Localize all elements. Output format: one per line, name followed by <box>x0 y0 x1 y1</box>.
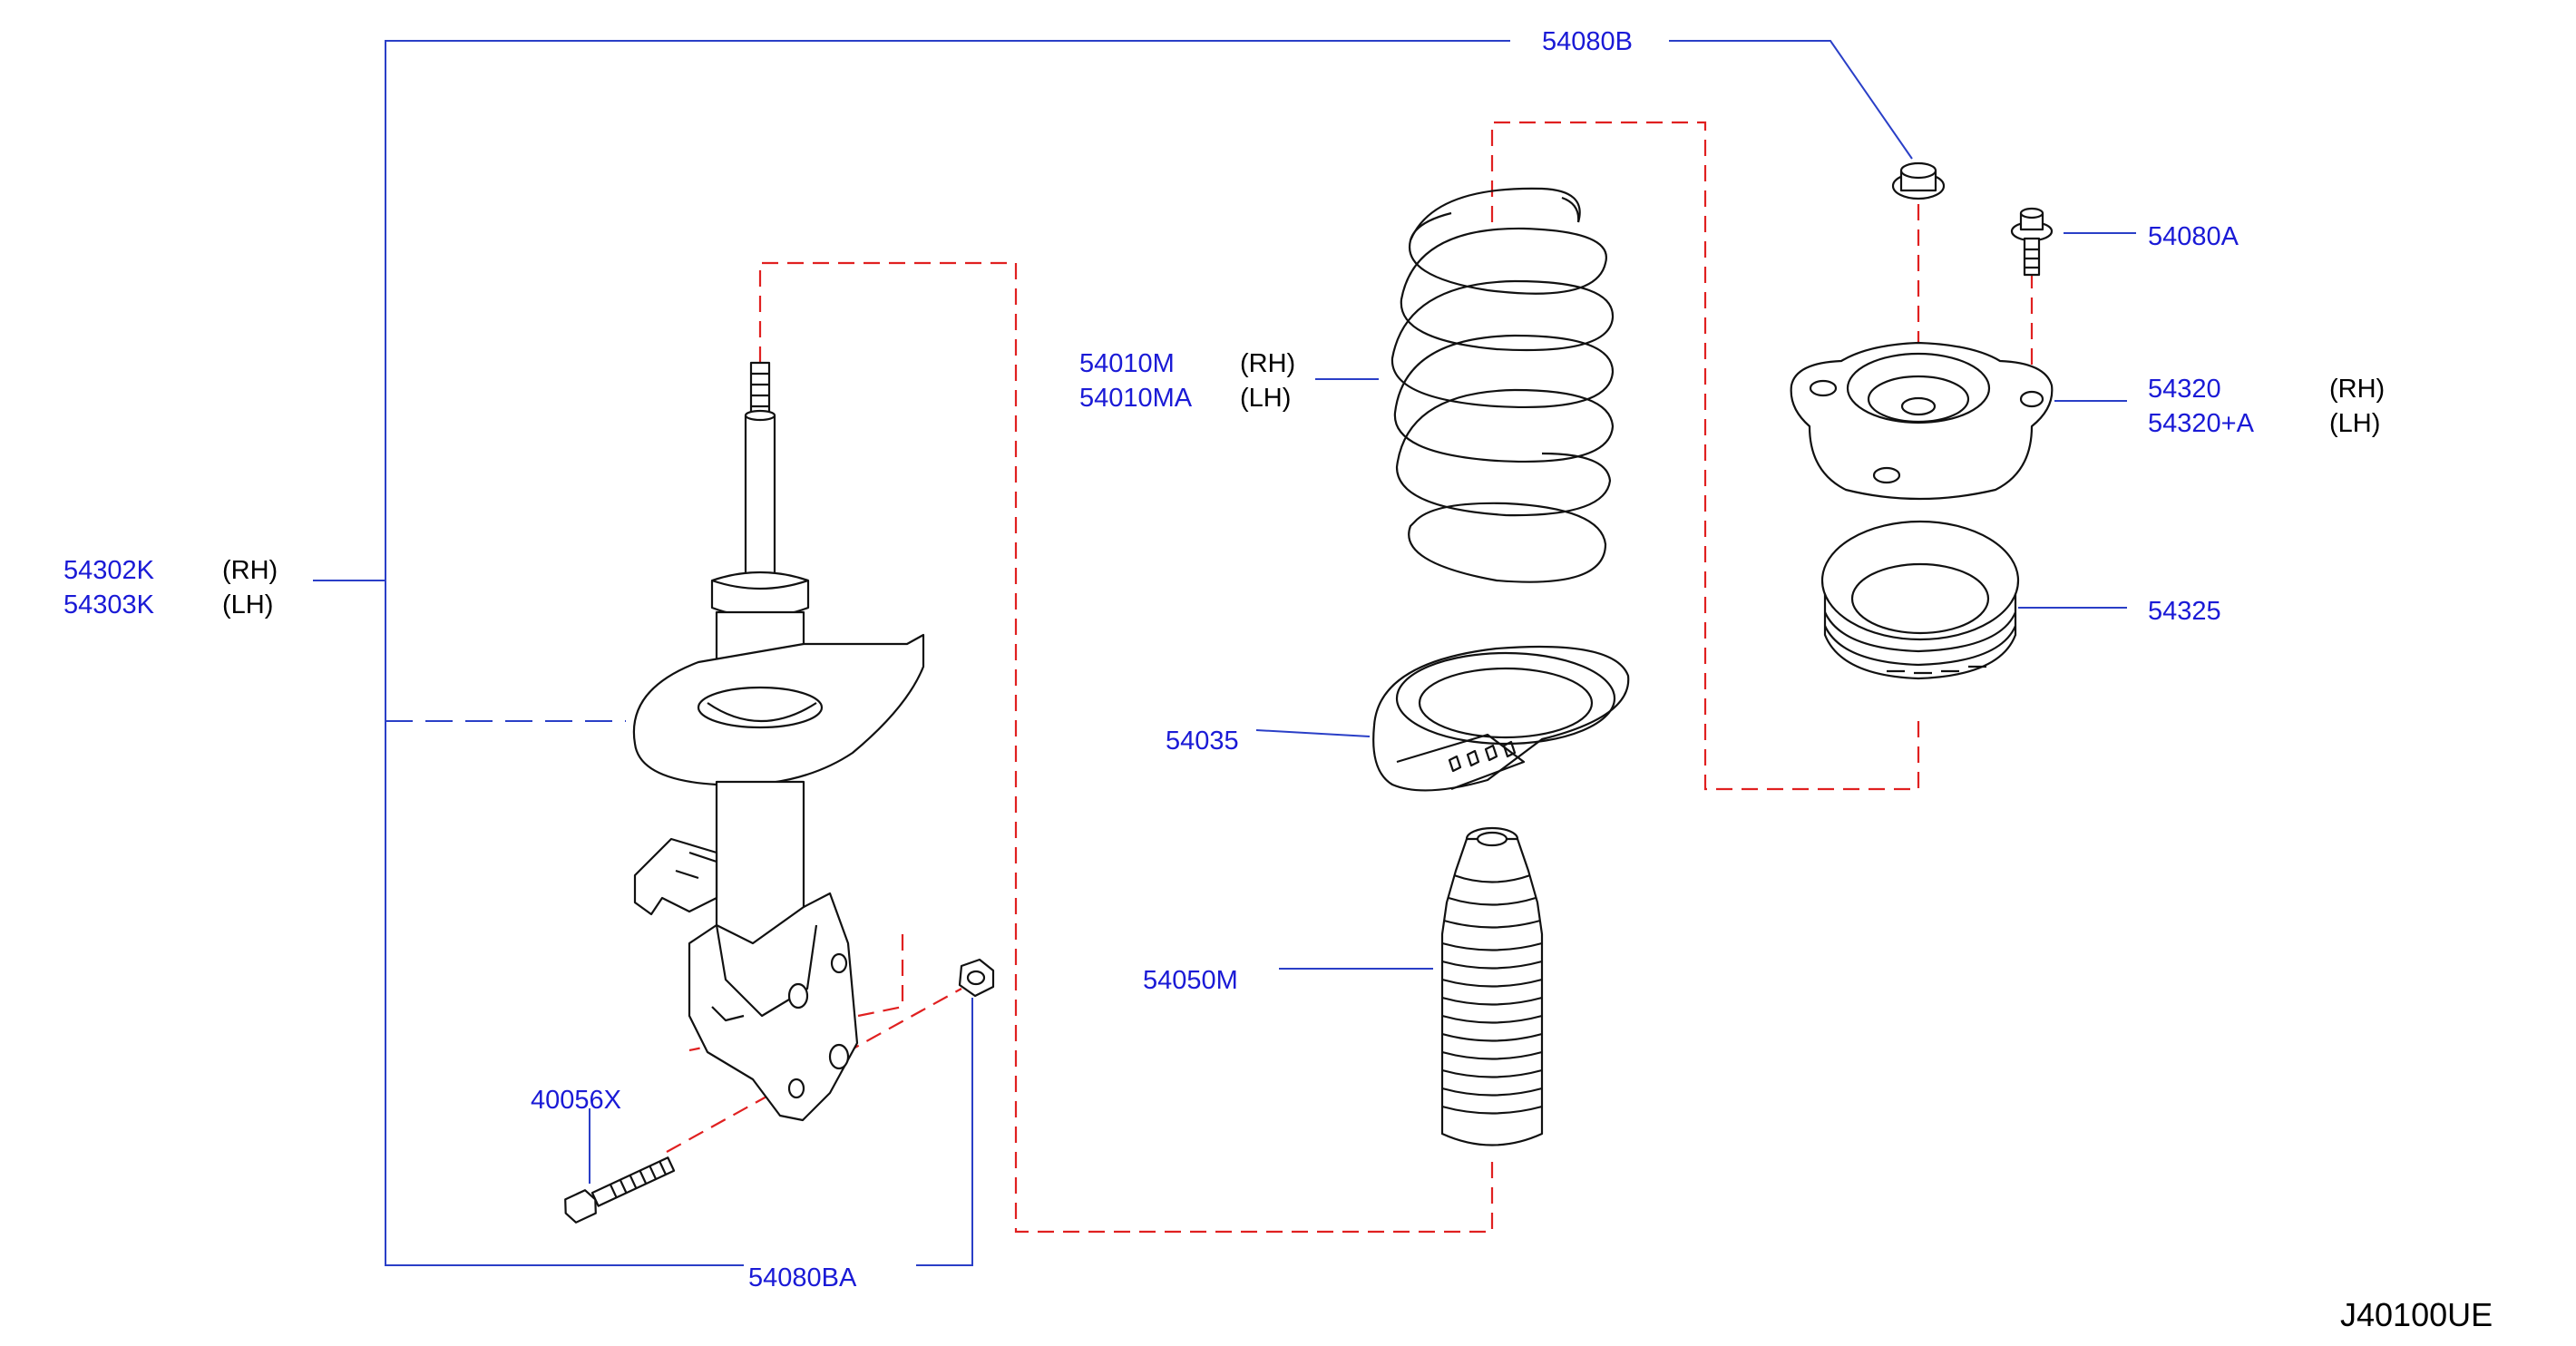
part-number-54320a[interactable]: 54320+A <box>2148 409 2255 438</box>
part-number-54035[interactable]: 54035 <box>1166 727 1239 756</box>
leader-54080B-nut <box>1669 40 1913 160</box>
dust-boot <box>1440 826 1544 1146</box>
spring-seat <box>1372 645 1630 792</box>
dash-strut-boot <box>758 261 1494 1234</box>
side-rh-54302k: (RH) <box>222 556 278 585</box>
leader-54035 <box>1255 729 1371 737</box>
part-number-54010m[interactable]: 54010M <box>1079 349 1175 378</box>
part-number-54325[interactable]: 54325 <box>2148 597 2221 626</box>
side-lh-54303k: (LH) <box>222 590 273 619</box>
nut-54080b <box>1891 161 1946 200</box>
bearing <box>1820 520 2020 680</box>
strut-thread-tip <box>749 361 771 417</box>
side-rh-54010m: (RH) <box>1240 349 1295 378</box>
upper-mount <box>1790 341 2054 501</box>
part-number-54320[interactable]: 54320 <box>2148 375 2221 404</box>
bolt-54080a <box>2010 207 2054 277</box>
nut-54080ba <box>958 958 995 998</box>
bolt-40056x <box>564 1156 676 1224</box>
part-number-54080a[interactable]: 54080A <box>2148 222 2239 251</box>
dash-spring-mount <box>1490 121 1920 791</box>
side-rh-54320: (RH) <box>2329 375 2385 404</box>
coil-spring <box>1390 187 1615 583</box>
part-number-54080b[interactable]: 54080B <box>1542 27 1633 56</box>
labels: 54080B 54080A 54010M (RH) 54010MA (LH) 5… <box>63 27 2493 1333</box>
part-number-54302k[interactable]: 54302K <box>63 556 155 585</box>
part-number-54303k[interactable]: 54303K <box>63 590 155 619</box>
part-number-40056x[interactable]: 40056X <box>531 1086 621 1115</box>
side-lh-54320a: (LH) <box>2329 409 2380 438</box>
side-lh-54010ma: (LH) <box>1240 384 1291 413</box>
leader-54080B-bracket <box>385 40 1510 1266</box>
part-number-54080ba[interactable]: 54080BA <box>748 1263 857 1292</box>
leader-54080BA-nut <box>916 998 973 1266</box>
leader-lines <box>313 40 2136 1266</box>
part-number-54010ma[interactable]: 54010MA <box>1079 384 1193 413</box>
diagram-code: J40100UE <box>2340 1296 2493 1333</box>
strut-assembly <box>632 361 925 1122</box>
part-number-54050m[interactable]: 54050M <box>1143 966 1238 995</box>
